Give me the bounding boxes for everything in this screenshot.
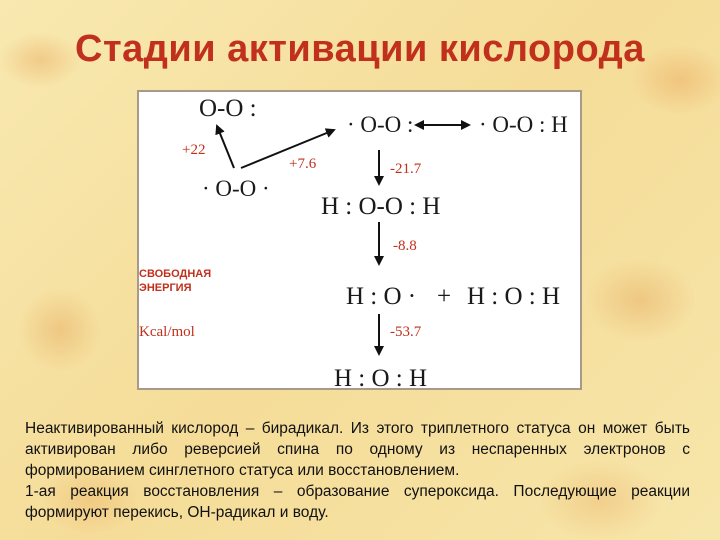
energy-minus-8-8: -8.8 xyxy=(393,238,417,254)
description-paragraph-2: 1-ая реакция восстановления – образовани… xyxy=(25,483,690,521)
plus-sign: + xyxy=(437,283,452,310)
molecule-triplet-oxygen: O-O : xyxy=(199,95,257,122)
description-text: Неактивированный кислород – бирадикал. И… xyxy=(25,418,690,523)
arrow-biradical-to-singlet xyxy=(240,128,336,169)
reaction-arrows xyxy=(215,120,471,356)
energy-plus-22: +22 xyxy=(182,142,206,158)
molecule-oh-radical: H : O · xyxy=(346,283,417,310)
molecule-biradical: · O-O · xyxy=(202,176,270,201)
oxygen-activation-diagram: O-O : · O-O · · O-O : · O-O : H H : O-O … xyxy=(137,90,582,392)
molecule-water: H : O : H xyxy=(467,283,561,310)
molecule-water-final: H : O : H xyxy=(334,365,428,392)
description-paragraph-1: Неактивированный кислород – бирадикал. И… xyxy=(25,420,690,479)
energy-minus-53-7: -53.7 xyxy=(390,324,422,340)
energy-minus-21-7: -21.7 xyxy=(390,161,422,177)
energy-unit-label: Kcal/mol xyxy=(139,324,195,340)
arrow-biradical-to-triplet xyxy=(215,124,235,169)
energy-plus-7-6: +7.6 xyxy=(289,156,317,172)
molecule-peroxide: H : O-O : H xyxy=(321,193,441,220)
molecule-singlet-oxygen: · O-O : xyxy=(347,112,414,137)
molecule-superoxide: · O-O : H xyxy=(479,112,568,137)
page-title: Стадии активации кислорода xyxy=(75,28,645,70)
free-energy-label: СВОБОДНАЯ ЭНЕРГИЯ xyxy=(139,264,231,319)
